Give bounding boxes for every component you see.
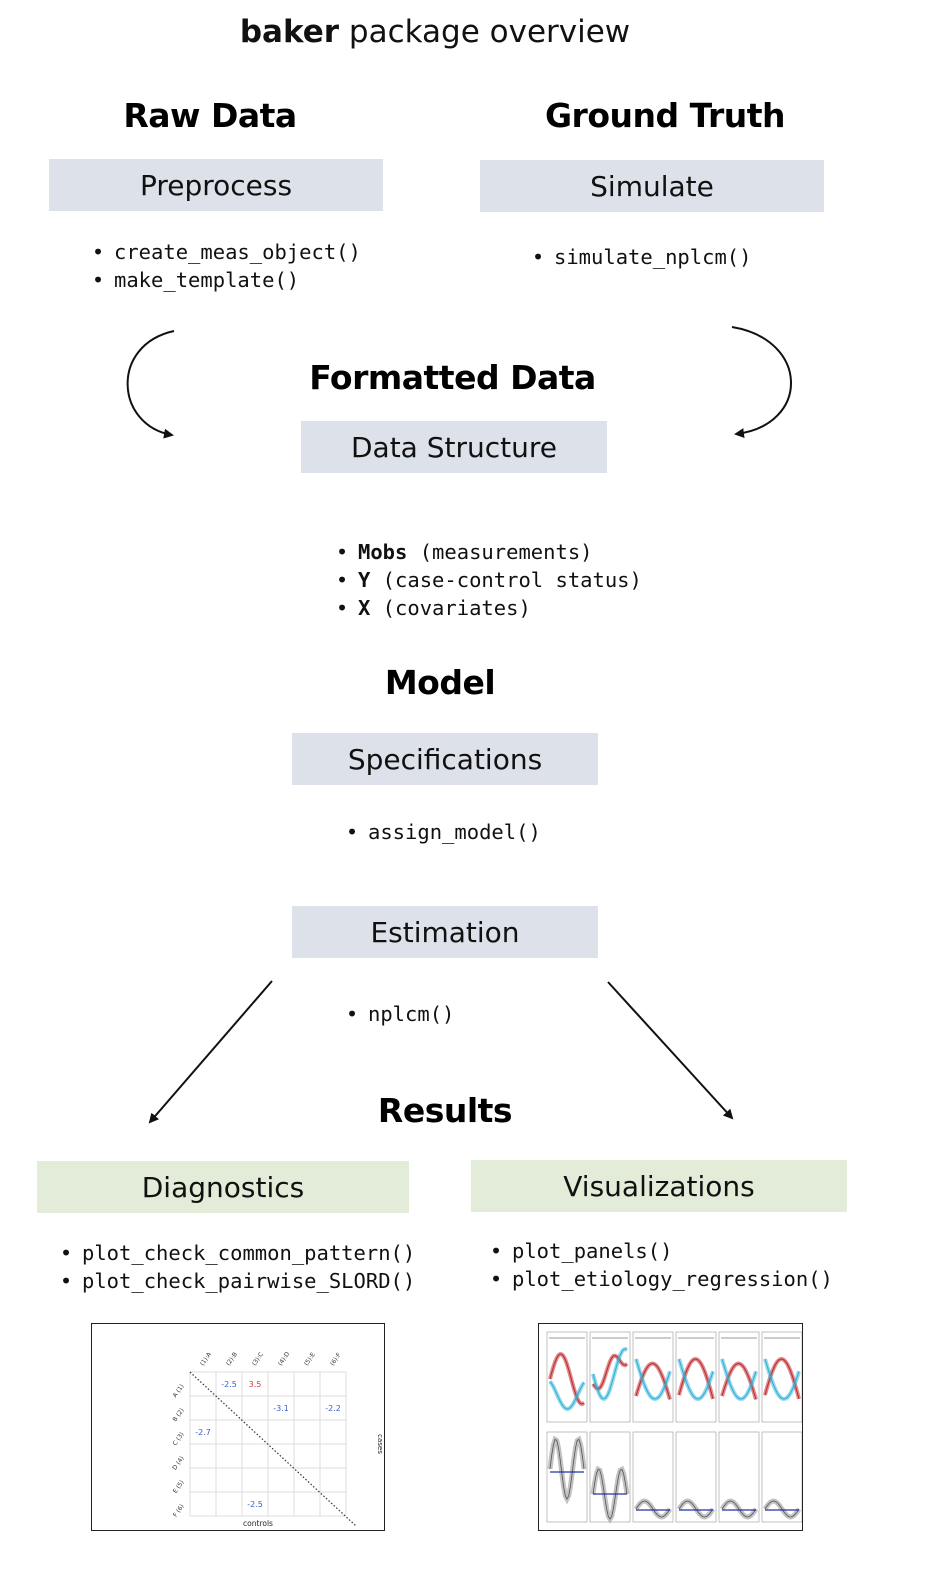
title-package-name: baker: [239, 14, 340, 50]
list-item: Y (case-control status): [336, 566, 642, 594]
title-rest: package overview: [339, 14, 631, 50]
data-structure-box: Data Structure: [301, 421, 607, 473]
y-axis-label: cases: [376, 1434, 384, 1454]
col-label: (3):C: [251, 1351, 265, 1367]
pairwise-heatmap-plot: (1):A (2):B (3):C (4):D (5):E (6):F A (1) B (2)…: [171, 1350, 384, 1528]
list-item: plot_check_pairwise_SLORD(): [60, 1267, 415, 1295]
cell-value: -2.7: [195, 1428, 211, 1437]
panels-plot: [546, 1331, 802, 1524]
list-item: make_template(): [92, 266, 361, 294]
curve-red: [549, 1353, 585, 1405]
list-item: Mobs (measurements): [336, 538, 642, 566]
curve-cyan: [721, 1358, 757, 1400]
x-axis-label: controls: [243, 1519, 273, 1528]
curve-cyan: [592, 1348, 628, 1400]
curve-cyan: [764, 1358, 800, 1400]
data-structure-list: Mobs (measurements) Y (case-control stat…: [336, 538, 642, 622]
visualizations-thumbnail: [538, 1323, 803, 1531]
list-item: nplcm(): [346, 1000, 454, 1028]
list-item: create_meas_object(): [92, 238, 361, 266]
list-item: X (covariates): [336, 594, 642, 622]
arrow-raw-to-formatted: [126, 330, 175, 439]
col-label: (2):B: [225, 1351, 239, 1367]
arrow-truth-to-formatted: [731, 326, 792, 438]
cell-value: 3.5: [249, 1380, 262, 1389]
curve-gray: [764, 1500, 800, 1518]
cell-value: -2.5: [221, 1380, 237, 1389]
list-item: plot_etiology_regression(): [490, 1265, 833, 1293]
diagnostics-thumbnail: (1):A (2):B (3):C (4):D (5):E (6):F A (1) B (2)…: [91, 1323, 385, 1531]
heading-raw-data: Raw Data: [123, 96, 297, 135]
simulate-function-list: simulate_nplcm(): [532, 243, 751, 271]
row-label: E (5): [172, 1479, 186, 1495]
curve-gray: [635, 1500, 671, 1518]
list-item: plot_check_common_pattern(): [60, 1239, 415, 1267]
diagnostics-box: Diagnostics: [37, 1161, 409, 1213]
curve-cyan: [549, 1381, 585, 1410]
cell-value: -2.5: [247, 1500, 263, 1509]
col-label: (6):F: [329, 1351, 343, 1367]
row-label: A (1): [172, 1383, 186, 1399]
row-label: B (2): [172, 1407, 186, 1423]
specifications-box: Specifications: [292, 733, 598, 785]
specifications-function-list: assign_model(): [346, 818, 541, 846]
curve-gray: [721, 1500, 757, 1518]
heading-results: Results: [377, 1091, 513, 1130]
panel-frame: [589, 1331, 631, 1423]
row-label: F (6): [172, 1503, 186, 1518]
cell-value: -3.1: [273, 1404, 289, 1413]
cell-value: -2.2: [325, 1404, 341, 1413]
visualizations-function-list: plot_panels() plot_etiology_regression(): [490, 1237, 833, 1293]
arrow-estimation-to-diagnostics: [148, 980, 273, 1124]
preprocess-box: Preprocess: [49, 159, 383, 211]
row-label: C (3): [172, 1431, 186, 1447]
curve-gray: [678, 1500, 714, 1518]
estimation-function-list: nplcm(): [346, 1000, 454, 1028]
curve-cyan: [678, 1358, 714, 1400]
curve-gray: [549, 1438, 585, 1500]
simulate-box: Simulate: [480, 160, 824, 212]
col-label: (4):D: [277, 1350, 292, 1367]
list-item: assign_model(): [346, 818, 541, 846]
heading-model: Model: [384, 663, 496, 702]
heading-formatted-data: Formatted Data: [309, 358, 596, 397]
curve-cyan: [635, 1358, 671, 1400]
list-item: simulate_nplcm(): [532, 243, 751, 271]
diagonal-line: [189, 1371, 357, 1527]
col-label: (5):E: [303, 1351, 317, 1367]
curve-gray: [592, 1468, 628, 1520]
row-label: D (4): [171, 1455, 185, 1471]
page-title: baker package overview: [0, 14, 870, 50]
col-label: (1):A: [199, 1350, 214, 1367]
list-item: plot_panels(): [490, 1237, 833, 1265]
diagnostics-function-list: plot_check_common_pattern() plot_check_p…: [60, 1239, 415, 1295]
visualizations-box: Visualizations: [471, 1160, 847, 1212]
arrow-estimation-to-visualizations: [607, 981, 734, 1120]
heading-ground-truth: Ground Truth: [544, 96, 786, 135]
preprocess-function-list: create_meas_object() make_template(): [92, 238, 361, 294]
estimation-box: Estimation: [292, 906, 598, 958]
